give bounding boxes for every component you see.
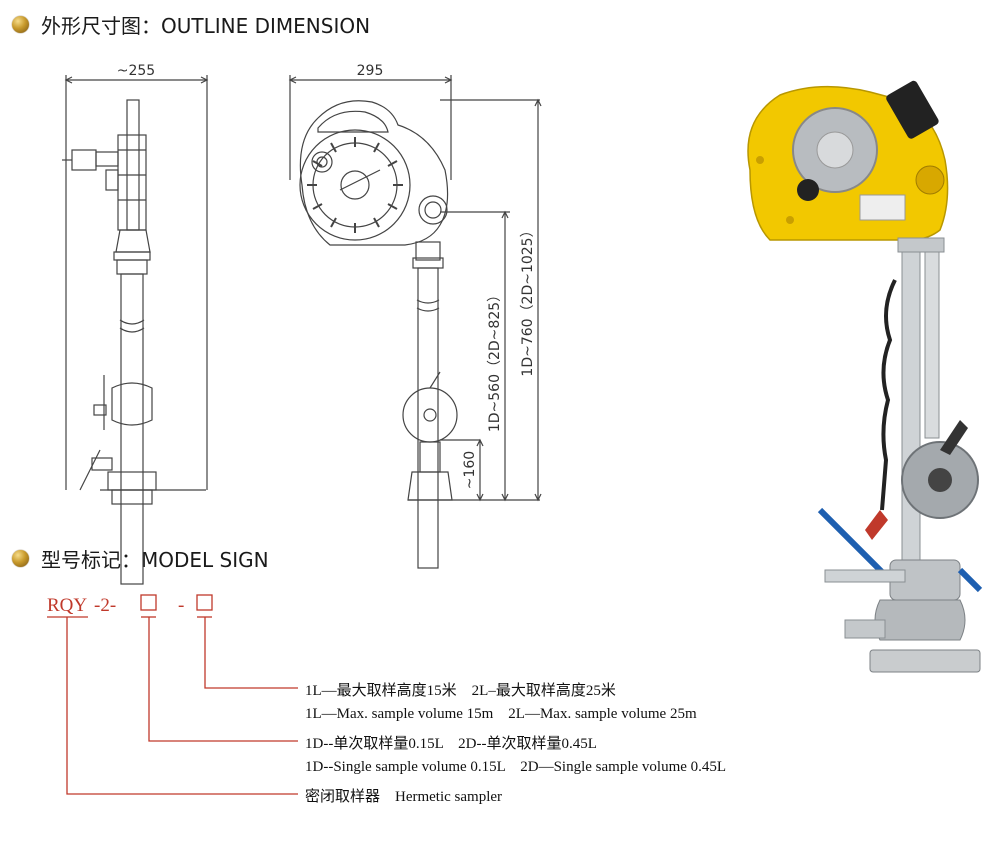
model-box-1 — [140, 594, 157, 611]
desc-line-4: 1D--Single sample volume 0.15L 2D—Single… — [305, 759, 727, 775]
dim-height-total: 1D~760（2D~1025） — [520, 223, 536, 376]
model-title-text: 型号标记：MODEL SIGN — [41, 548, 269, 572]
bullet-icon — [12, 16, 29, 33]
model-code-sep1: -2- — [94, 595, 116, 616]
handle-bracket — [886, 80, 939, 139]
base-flange — [869, 649, 981, 673]
coiled-cable — [880, 279, 897, 511]
dim-front-width: 295 — [357, 63, 384, 79]
blue-valve-handle — [817, 507, 893, 583]
desc-line-3: 1D--单次取样量0.15L 2D--单次取样量0.45L — [305, 736, 597, 752]
model-box-2 — [196, 594, 213, 611]
dim-height-mid: 1D~560（2D~825） — [487, 288, 503, 432]
red-clip — [865, 510, 888, 540]
model-section-title: 型号标记：MODEL SIGN — [12, 544, 269, 573]
outline-title-text: 外形尺寸图：OUTLINE DIMENSION — [41, 14, 371, 38]
desc-line-1: 1L—最大取样高度15米 2L–最大取样高度25米 — [305, 683, 616, 699]
outline-section-title: 外形尺寸图：OUTLINE DIMENSION — [12, 10, 370, 39]
dim-side-width: ~255 — [117, 63, 155, 79]
desc-line-2: 1L—Max. sample volume 15m 2L—Max. sample… — [305, 706, 697, 722]
model-code-sep2: - — [178, 595, 184, 616]
desc-line-5: 密闭取样器 Hermetic sampler — [305, 789, 503, 805]
nameplate — [859, 194, 906, 221]
product-photo — [747, 80, 983, 673]
model-code-prefix: RQY — [47, 595, 87, 616]
bullet-icon — [12, 550, 29, 567]
black-knob — [797, 179, 819, 201]
dim-height-low: ~160 — [462, 451, 478, 489]
